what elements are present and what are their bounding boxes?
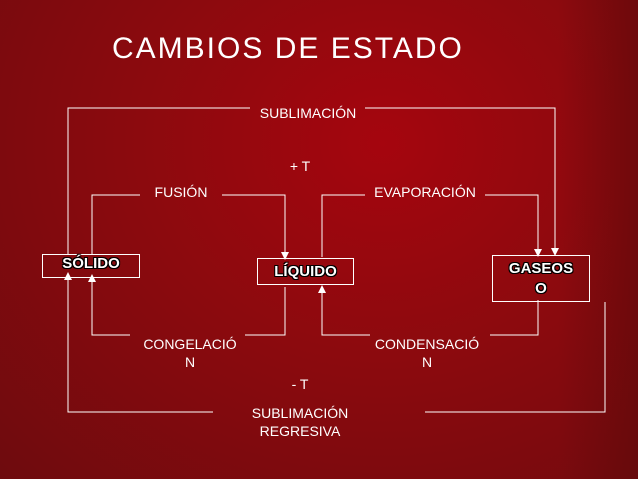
condensation-arrow (322, 289, 539, 336)
label-sublimation: SUBLIMACIÓN (259, 105, 357, 121)
evaporation-arrow (321, 194, 538, 257)
state-solid-box: SÓLIDO (42, 254, 140, 278)
slide-title: CAMBIOS DE ESTADO (112, 32, 464, 65)
label-reverse-sublimation: SUBLIMACIÓN REGRESIVA (251, 405, 349, 439)
state-gas-box: GASEOS O (492, 255, 590, 302)
label-fusion: FUSIÓN (154, 184, 208, 200)
label-minus-t: - T (291, 376, 309, 392)
label-evaporation: EVAPORACIÓN (374, 184, 476, 200)
label-condensation: CONDENSACIÓ N (374, 336, 480, 370)
reverse-sublimation-arrow (68, 276, 606, 413)
fusion-arrow (91, 194, 285, 256)
label-freezing: CONGELACIÓ N (143, 336, 237, 370)
label-plus-t: + T (289, 158, 311, 174)
freezing-arrow (92, 278, 286, 336)
state-liquid-box: LÍQUIDO (257, 258, 354, 285)
background-band (558, 0, 638, 479)
sublimation-arrow (67, 107, 555, 255)
